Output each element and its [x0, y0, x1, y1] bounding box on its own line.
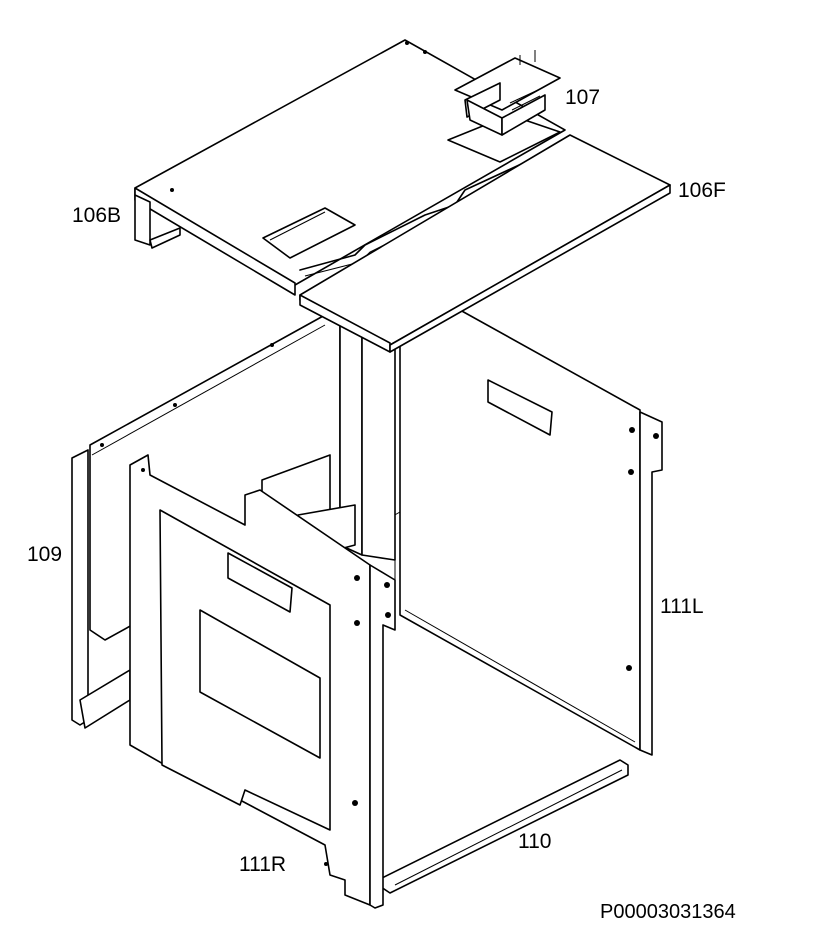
- label-111L: 111L: [660, 595, 704, 618]
- label-107: 107: [565, 86, 600, 109]
- panel-111L: [394, 309, 663, 756]
- label-109: 109: [27, 543, 62, 566]
- label-106B: 106B: [72, 204, 121, 227]
- panel-111R: [129, 454, 396, 909]
- panel-106F: [299, 134, 671, 353]
- label-106F: 106F: [678, 179, 726, 202]
- label-111R: 111R: [239, 853, 286, 876]
- part-107: [454, 50, 561, 136]
- drawing-code: P00003031364: [600, 901, 736, 923]
- label-110: 110: [518, 830, 551, 853]
